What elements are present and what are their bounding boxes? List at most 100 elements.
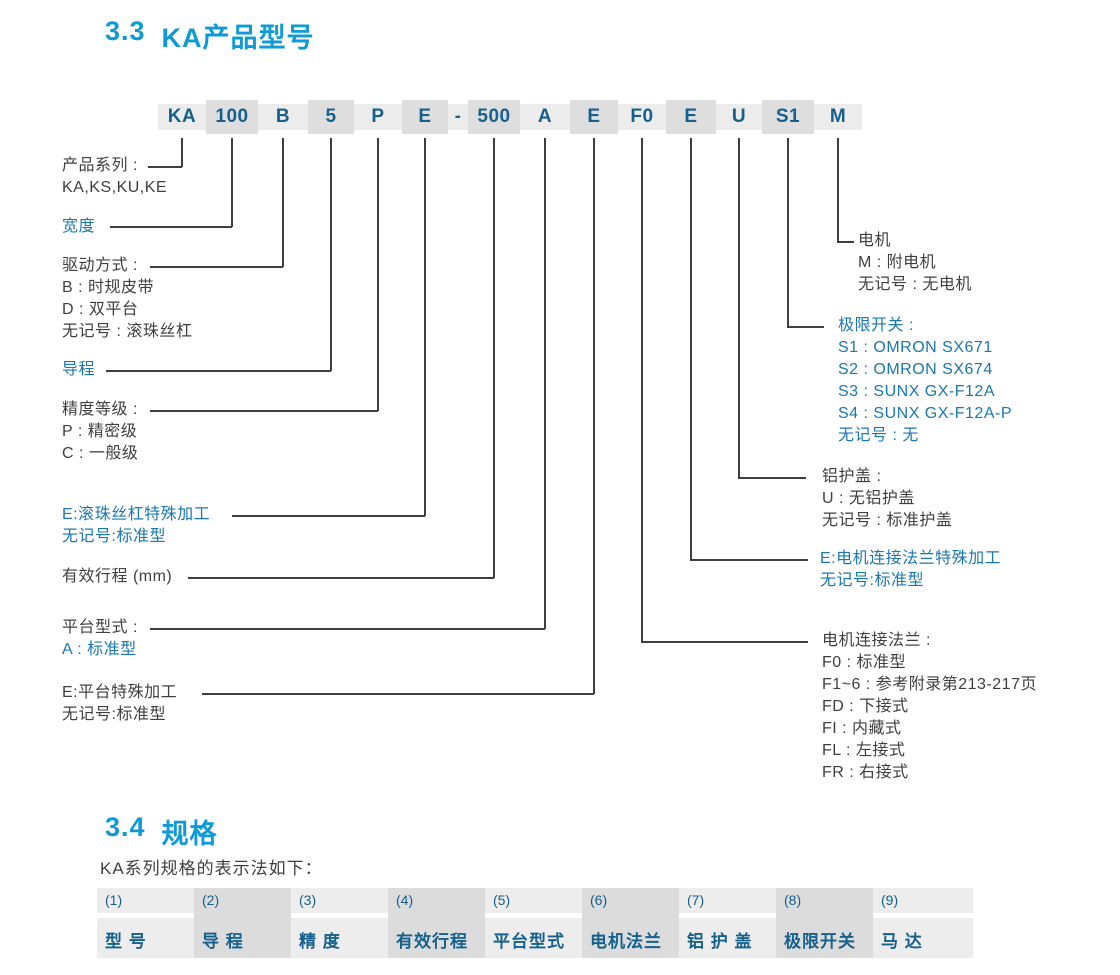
- callout-line: 无记号 : 滚珠丝杠: [62, 323, 193, 340]
- callout-line: 导程: [62, 361, 96, 378]
- callout-line: 电机连接法兰 :: [822, 632, 931, 649]
- spec-col-name: 铝 护 盖: [679, 918, 776, 958]
- spec-table: (1) 型 号 (2) 导 程 (3) 精 度 (4) 有效行程 (5) 平台型…: [97, 888, 973, 958]
- connector-platform-vline: [544, 138, 546, 629]
- callout-lead: 导程: [62, 359, 95, 381]
- spec-col-number: (2): [202, 892, 220, 908]
- connector-cover-hline: [738, 477, 806, 479]
- spec-column: (6) 电机法兰: [582, 888, 679, 958]
- section-34-heading: 3.4 规格: [105, 812, 218, 851]
- spec-col-number: (1): [97, 888, 194, 913]
- callout-line: 无记号:标准型: [820, 572, 924, 589]
- connector-drive-hline: [150, 266, 283, 268]
- connector-lead-hline: [106, 370, 331, 372]
- section-34-title: 规格: [161, 819, 218, 849]
- code-segment-motor: M: [814, 104, 862, 130]
- code-segment-stroke: 500: [468, 100, 520, 134]
- callout-line: KA,KS,KU,KE: [62, 179, 168, 196]
- connector-series-hline: [148, 166, 182, 168]
- connector-ballscrew-special-vline: [424, 138, 426, 516]
- spec-col-name: 电机法兰: [590, 932, 662, 951]
- code-segment-platform-special: E: [570, 100, 618, 134]
- callout-line: FI : 内藏式: [822, 720, 902, 737]
- connector-lead-vline: [330, 138, 332, 371]
- spec-col-number: (5): [485, 888, 582, 913]
- callout-limit-switch: 极限开关 : S1 : OMRON SX671 S2 : OMRON SX674…: [838, 315, 1012, 447]
- section-33-number: 3.3: [105, 16, 146, 46]
- spec-col-name: 平台型式: [485, 918, 582, 958]
- section-34-subtitle: KA系列规格的表示法如下：: [100, 859, 323, 878]
- callout-product-series: 产品系列 : KA,KS,KU,KE: [62, 155, 167, 199]
- connector-ballscrew-special-hline: [232, 515, 425, 517]
- callout-line: 平台型式 :: [62, 619, 138, 636]
- callout-platform: 平台型式 : A : 标准型: [62, 617, 138, 661]
- spec-col-number: (4): [396, 892, 414, 908]
- callout-line: 驱动方式 :: [62, 257, 138, 274]
- callout-line: FL : 左接式: [822, 742, 906, 759]
- callout-line: 宽度: [62, 218, 96, 235]
- callout-line: S3 : SUNX GX-F12A: [838, 383, 995, 400]
- callout-line: P : 精密级: [62, 423, 138, 440]
- callout-line: FD : 下接式: [822, 698, 909, 715]
- spec-column: (1) 型 号: [97, 888, 194, 958]
- spec-column: (7) 铝 护 盖: [679, 888, 776, 958]
- connector-limit-switch-hline: [787, 326, 824, 328]
- callout-line: F1~6 : 参考附录第213-217页: [822, 676, 1037, 693]
- connector-width-vline: [231, 138, 233, 227]
- connector-cover-vline: [738, 138, 740, 478]
- connector-accuracy-hline: [150, 410, 378, 412]
- connector-platform-special-hline: [202, 693, 594, 695]
- spec-col-gap: [97, 913, 194, 918]
- connector-motor-vline: [837, 138, 839, 242]
- callout-width: 宽度: [62, 216, 95, 238]
- spec-column: (3) 精 度: [291, 888, 388, 958]
- callout-line: 铝护盖 :: [822, 468, 882, 485]
- callout-cover: 铝护盖 : U : 无铝护盖 无记号 : 标准护盖: [822, 466, 952, 532]
- spec-col-gap: [679, 913, 776, 918]
- connector-motor-hline: [837, 241, 854, 243]
- spec-col-number: (8): [784, 892, 802, 908]
- callout-line: 有效行程 (mm): [62, 568, 173, 585]
- callout-line: 极限开关 :: [838, 317, 914, 334]
- callout-line: 无记号 : 无: [838, 427, 919, 444]
- callout-stroke: 有效行程 (mm): [62, 566, 172, 588]
- code-segment-cover: U: [716, 104, 762, 130]
- spec-col-gap: [873, 913, 973, 918]
- code-segment-flange: F0: [618, 104, 666, 130]
- spec-column: (4) 有效行程: [388, 888, 485, 958]
- connector-limit-switch-vline: [787, 138, 789, 327]
- section-34-number: 3.4: [105, 812, 146, 842]
- callout-line: F0 : 标准型: [822, 654, 907, 671]
- callout-line: E:电机连接法兰特殊加工: [820, 550, 1002, 567]
- spec-col-name: 极限开关: [784, 932, 856, 951]
- connector-flange-special-hline: [690, 559, 808, 561]
- code-segment-platform: A: [520, 104, 570, 130]
- spec-col-number: (9): [873, 888, 973, 913]
- callout-ballscrew-special: E:滚珠丝杠特殊加工 无记号:标准型: [62, 504, 210, 548]
- code-segment-ballscrew-special: E: [402, 100, 448, 134]
- connector-flange-special-vline: [690, 138, 692, 560]
- callout-drive: 驱动方式 : B : 时规皮带 D : 双平台 无记号 : 滚珠丝杠: [62, 255, 192, 343]
- spec-col-gap: [485, 913, 582, 918]
- callout-motor: 电机 M : 附电机 无记号 : 无电机: [858, 230, 972, 296]
- callout-line: B : 时规皮带: [62, 279, 155, 296]
- callout-line: D : 双平台: [62, 301, 139, 318]
- connector-stroke-vline: [493, 138, 495, 578]
- callout-line: S1 : OMRON SX671: [838, 339, 993, 356]
- callout-line: S4 : SUNX GX-F12A-P: [838, 405, 1012, 422]
- code-segment-series: KA: [158, 104, 206, 130]
- callout-line: A : 标准型: [62, 641, 137, 658]
- spec-col-name: 精 度: [291, 918, 388, 958]
- connector-flange-vline: [641, 138, 643, 642]
- code-segment-lead: 5: [308, 100, 354, 134]
- callout-line: 精度等级 :: [62, 401, 138, 418]
- spec-col-gap: [291, 913, 388, 918]
- code-segment-drive: B: [258, 104, 308, 130]
- callout-line: 产品系列 :: [62, 157, 138, 174]
- callout-line: FR : 右接式: [822, 764, 909, 781]
- code-segment-limit-switch: S1: [762, 100, 814, 134]
- code-segment-width: 100: [206, 100, 258, 134]
- callout-line: M : 附电机: [858, 254, 937, 271]
- spec-col-number: (3): [291, 888, 388, 913]
